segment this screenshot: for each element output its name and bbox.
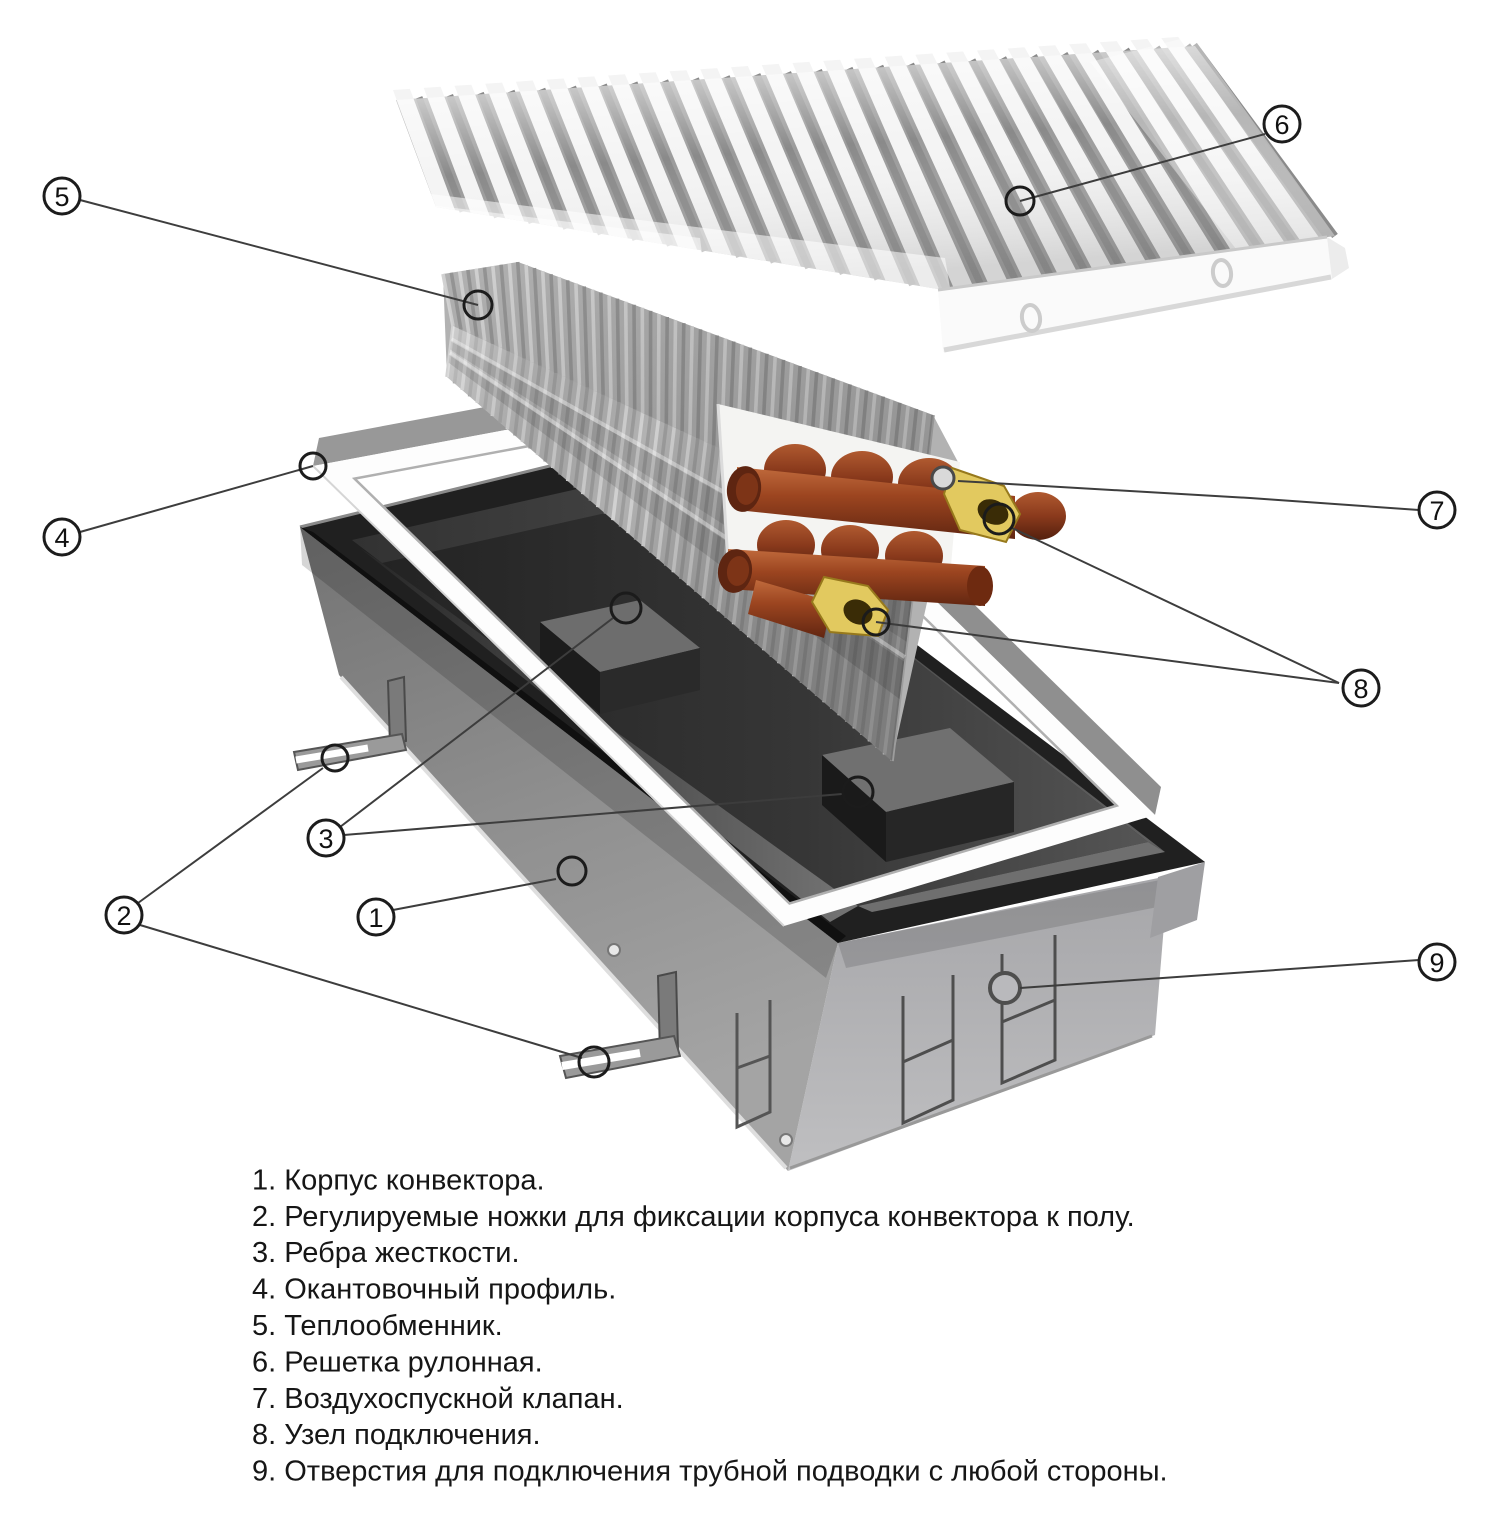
svg-text:6. Решетка рулонная.: 6. Решетка рулонная.	[252, 1346, 543, 1378]
svg-text:5: 5	[54, 182, 69, 212]
svg-text:6: 6	[1274, 110, 1289, 140]
svg-text:9. Отверстия для подключения т: 9. Отверстия для подключения трубной под…	[252, 1456, 1168, 1488]
svg-text:1: 1	[368, 903, 383, 933]
svg-text:1. Корпус конвектора.: 1. Корпус конвектора.	[252, 1164, 545, 1196]
svg-text:8: 8	[1353, 674, 1368, 704]
svg-text:5. Теплообменник.: 5. Теплообменник.	[252, 1310, 503, 1342]
svg-text:7. Воздухоспускной клапан.: 7. Воздухоспускной клапан.	[252, 1383, 624, 1415]
svg-text:4. Окантовочный профиль.: 4. Окантовочный профиль.	[252, 1274, 616, 1306]
svg-text:3. Ребра жесткости.: 3. Ребра жесткости.	[252, 1237, 520, 1269]
svg-text:8. Узел подключения.: 8. Узел подключения.	[252, 1419, 541, 1451]
svg-text:2. Регулируемые ножки для фикс: 2. Регулируемые ножки для фиксации корпу…	[252, 1201, 1135, 1233]
svg-text:9: 9	[1429, 948, 1444, 978]
svg-text:4: 4	[54, 523, 69, 553]
svg-text:2: 2	[116, 901, 131, 931]
svg-text:3: 3	[318, 824, 333, 854]
svg-text:7: 7	[1429, 496, 1444, 526]
